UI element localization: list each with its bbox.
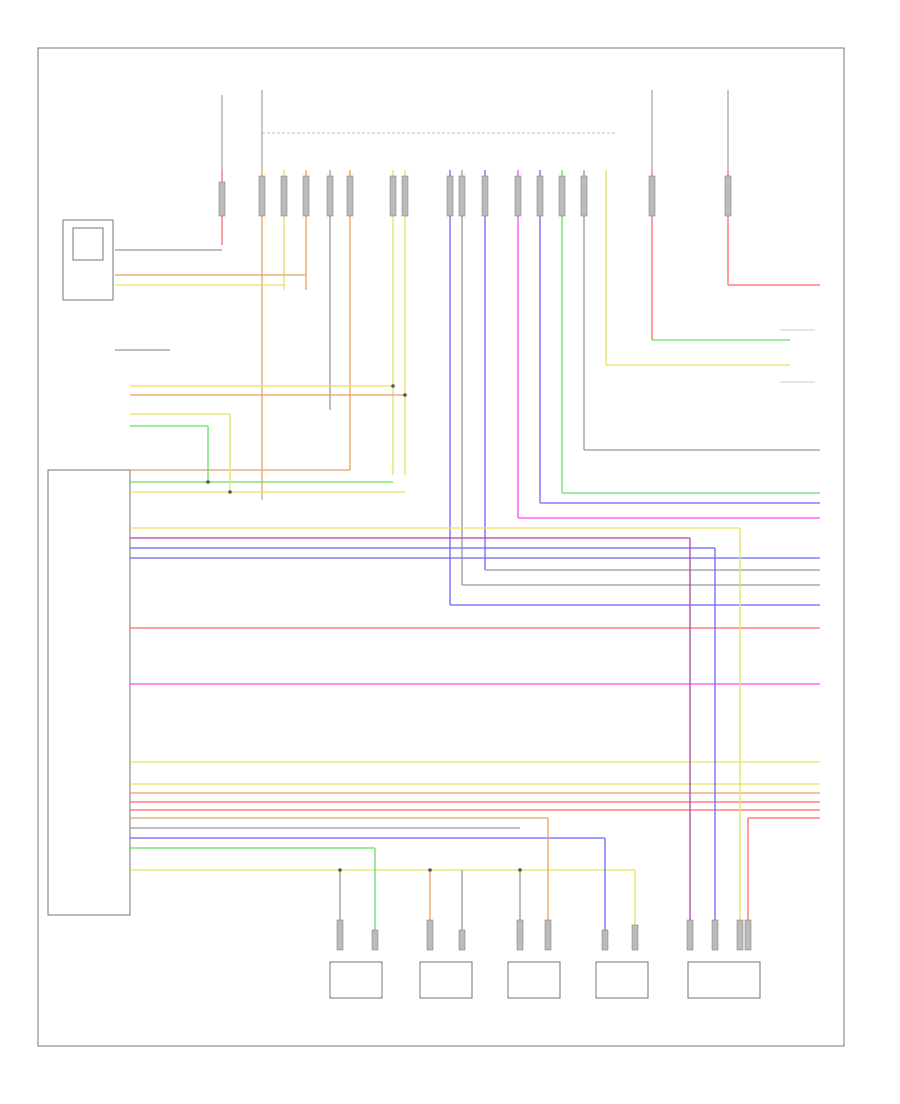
connector-pin	[580, 175, 588, 217]
connector-pin	[648, 175, 656, 217]
splice-dot	[338, 868, 342, 872]
joining-wires	[207, 414, 749, 945]
connector-pin	[336, 919, 344, 951]
connector-pin	[218, 181, 226, 217]
connector-pin	[426, 919, 434, 951]
splice-dot	[518, 868, 522, 872]
connector-pin	[401, 175, 409, 217]
horizontal-wires	[115, 249, 820, 871]
splice-dot	[428, 868, 432, 872]
connector-pin	[744, 919, 752, 951]
connector-pin	[458, 929, 466, 951]
connector-box-5	[687, 961, 761, 999]
diagram-frame	[37, 47, 845, 1047]
splice-dot	[228, 490, 232, 494]
sensor-box-2	[419, 961, 473, 999]
connector-pin	[446, 175, 454, 217]
fuses	[221, 90, 729, 170]
bottom-connectors	[336, 919, 752, 951]
connector-pin	[558, 175, 566, 217]
splice-dot	[403, 393, 407, 397]
connector-pin	[631, 924, 639, 951]
main-module-box	[47, 469, 131, 916]
connector-pin	[481, 175, 489, 217]
connector-pin	[736, 919, 744, 951]
connector-pin	[544, 919, 552, 951]
switch-box-4	[595, 961, 649, 999]
connector-pin	[724, 175, 732, 217]
connector-pin	[536, 175, 544, 217]
connector-pin	[371, 929, 379, 951]
sensor-box-1	[329, 961, 383, 999]
left-switch-box	[62, 219, 114, 301]
top-vertical-wires	[221, 170, 729, 605]
connector-pin	[686, 919, 694, 951]
splice-dot	[206, 480, 210, 484]
connector-pin	[302, 175, 310, 217]
connector-pin	[711, 919, 719, 951]
connector-pin	[458, 175, 466, 217]
connector-pin	[601, 929, 609, 951]
top-connectors	[218, 175, 732, 217]
left-switch-symbol	[72, 227, 104, 261]
connector-pin	[258, 175, 266, 217]
connector-pin	[326, 175, 334, 217]
sensor-box-3	[507, 961, 561, 999]
splice-dot	[391, 384, 395, 388]
connector-pin	[389, 175, 397, 217]
connector-pin	[280, 175, 288, 217]
connector-pin	[514, 175, 522, 217]
connector-pin	[516, 919, 524, 951]
splice-dots	[206, 384, 522, 872]
right-terminals	[780, 329, 815, 383]
connector-pin	[346, 175, 354, 217]
